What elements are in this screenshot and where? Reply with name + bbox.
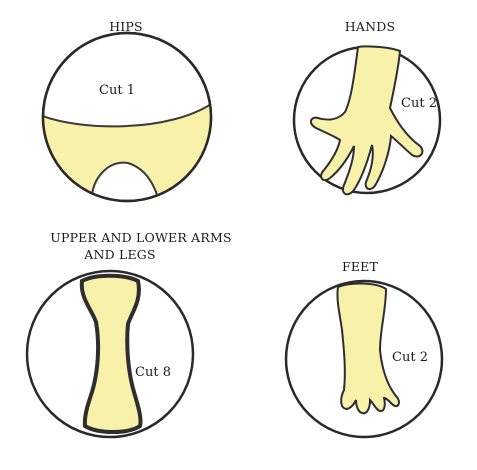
foot-shape <box>336 282 400 415</box>
hands-piece: HANDS Cut 2 <box>292 19 442 196</box>
hips-circle-outline <box>41 31 213 203</box>
limbs-title-line2: AND LEGS <box>83 247 156 262</box>
feet-title: FEET <box>342 259 379 274</box>
limbs-title-line1: UPPER AND LOWER ARMS <box>50 230 232 245</box>
limbs-piece: UPPER AND LOWER ARMS AND LEGS Cut 8 <box>25 230 232 439</box>
limb-bone-shape <box>79 273 143 434</box>
hips-title: HIPS <box>109 19 143 34</box>
feet-cut-label: Cut 2 <box>392 350 428 365</box>
hips-shape <box>43 100 211 201</box>
hands-cut-label: Cut 2 <box>401 96 437 111</box>
hips-piece: HIPS Cut 1 <box>41 19 213 203</box>
feet-piece: FEET Cut 2 <box>284 259 444 439</box>
limbs-cut-label: Cut 8 <box>135 365 171 380</box>
hands-title: HANDS <box>345 19 395 34</box>
hand-shape <box>310 45 424 196</box>
hips-cut-label: Cut 1 <box>99 83 135 98</box>
